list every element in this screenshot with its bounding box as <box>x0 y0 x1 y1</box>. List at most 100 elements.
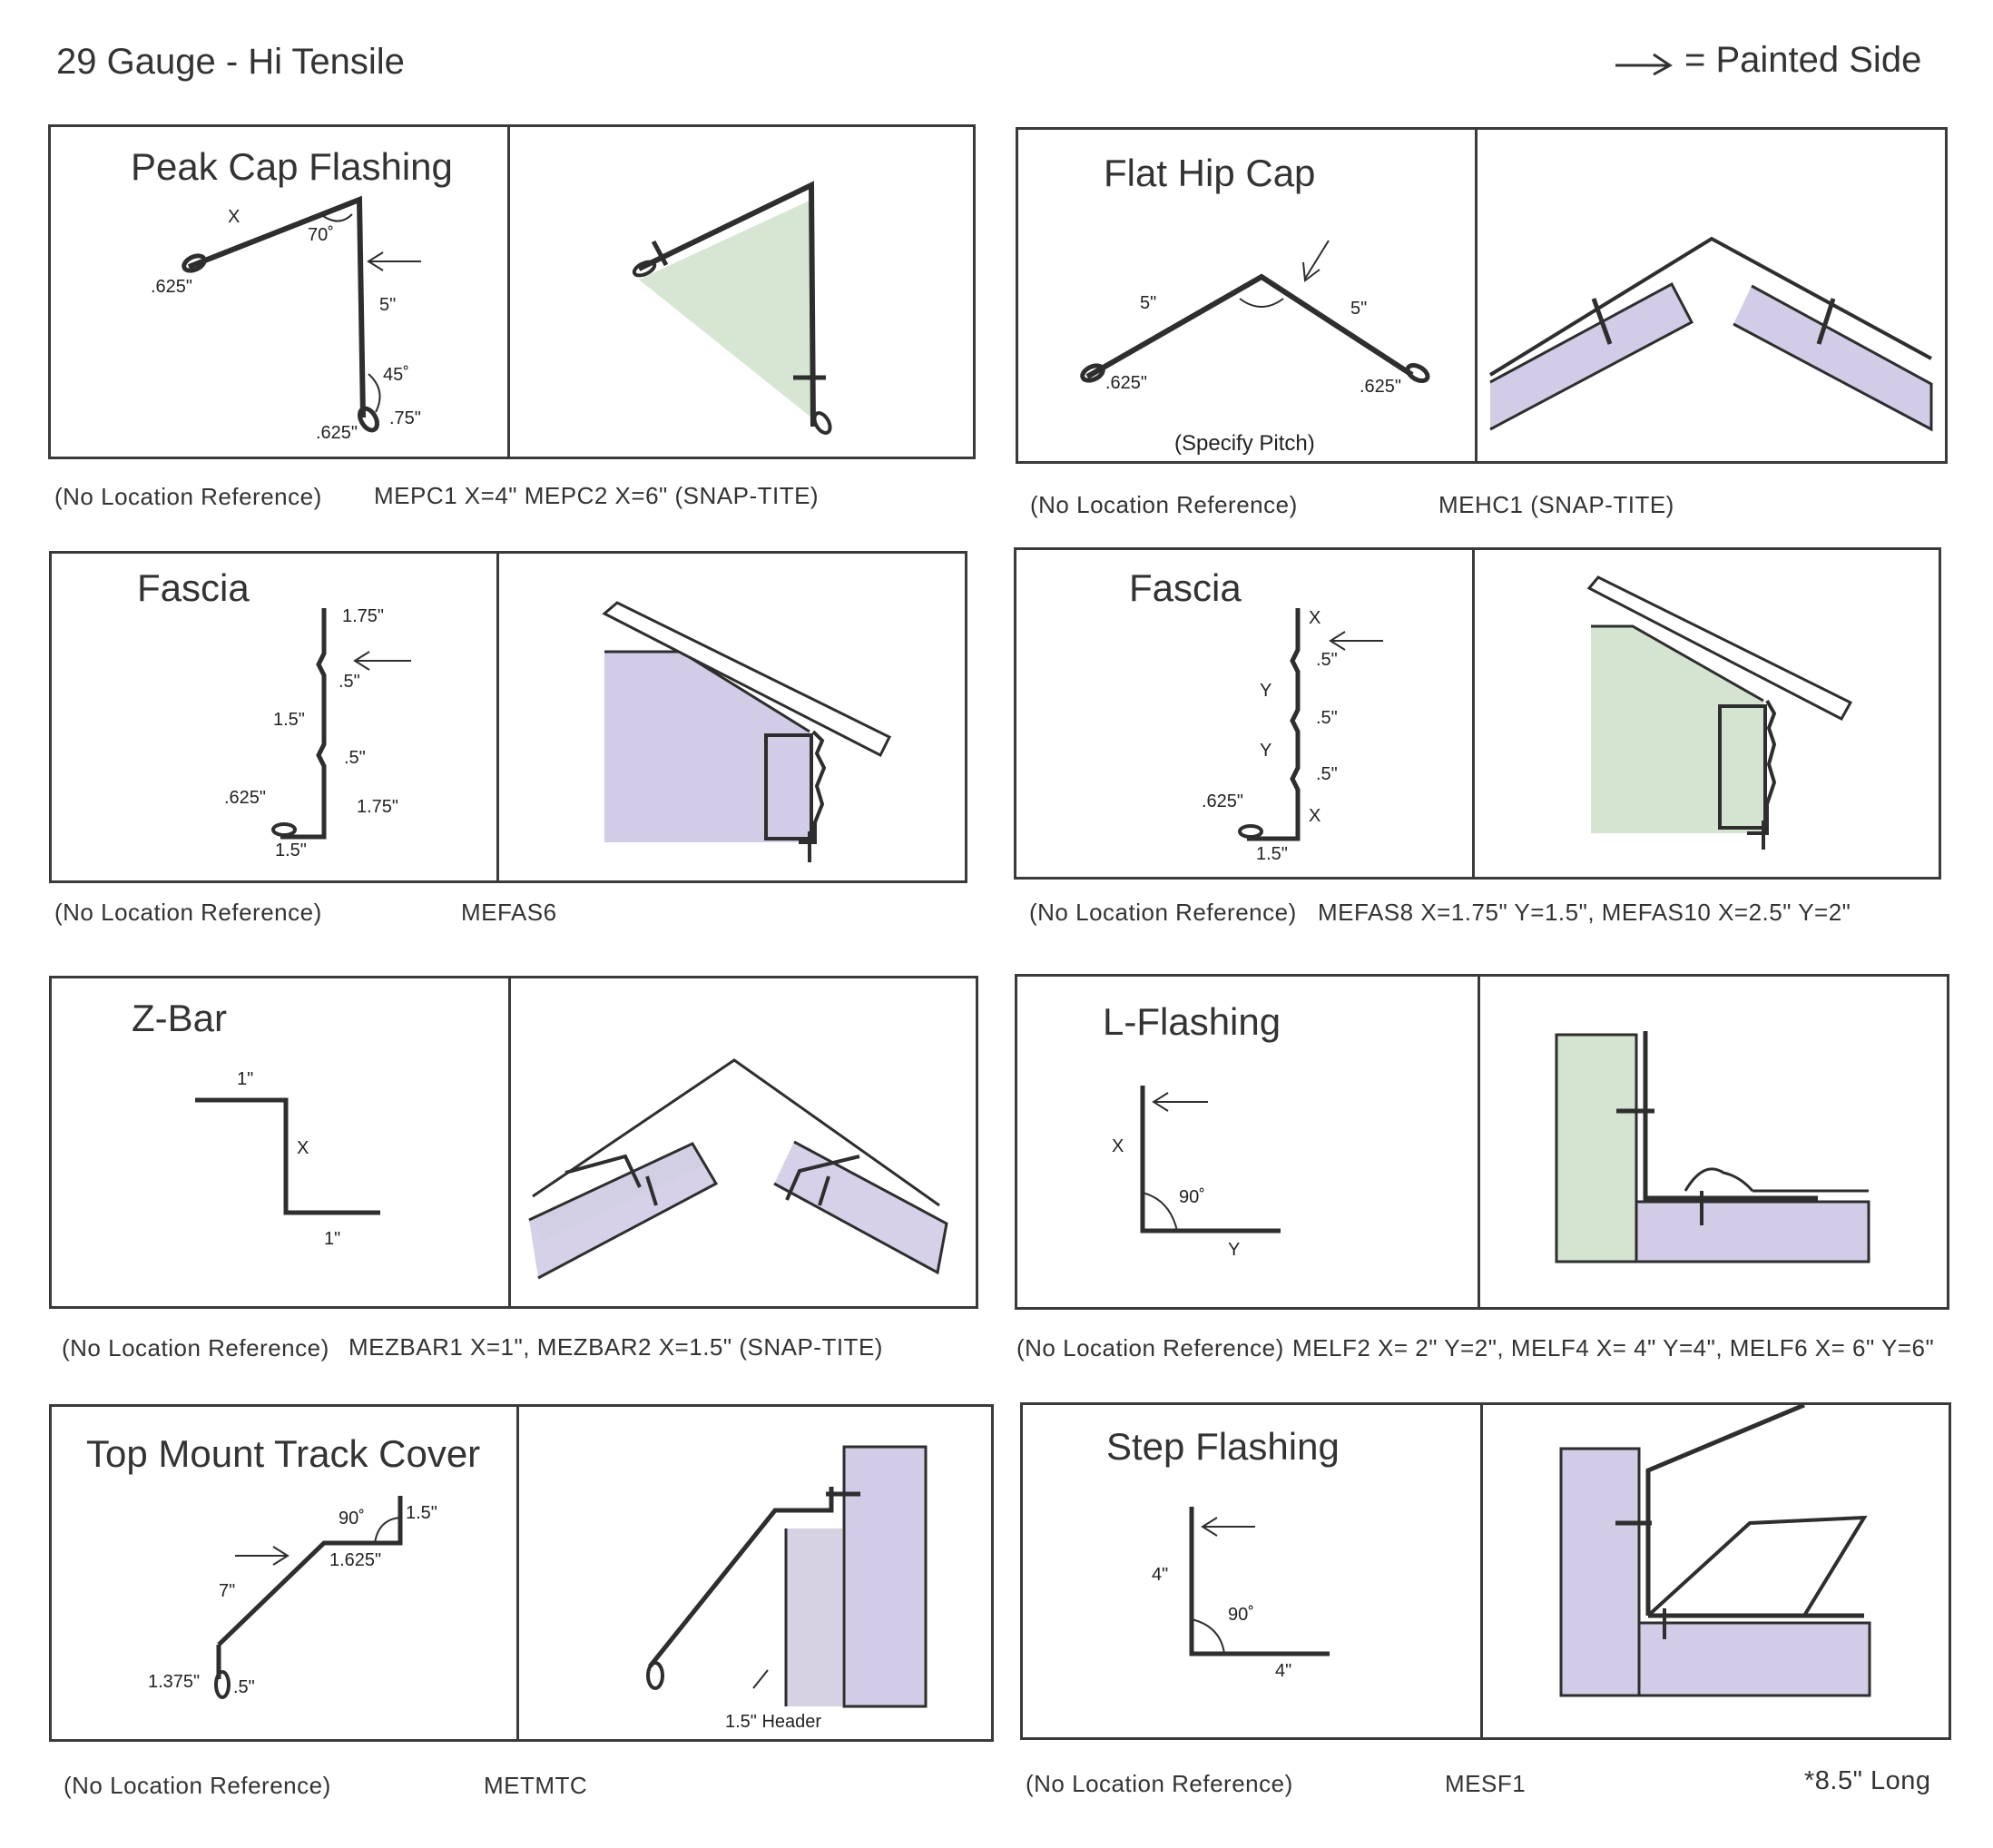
peak-cap-install-diagram <box>632 181 832 435</box>
dim-label: 1.5" <box>1256 844 1288 864</box>
dim-label: 45˚ <box>383 365 409 385</box>
fascia-profile-diagram <box>1238 608 1383 841</box>
dim-label: .625" <box>1105 373 1148 393</box>
dim-label: 1.5" Header <box>725 1712 822 1732</box>
panel-divider <box>507 127 510 457</box>
panel-title: L-Flashing <box>1103 1000 1281 1043</box>
panel-divider <box>1475 130 1478 461</box>
painted-side-legend: = Painted Side <box>1684 40 1922 80</box>
panel-divider <box>496 554 499 880</box>
dim-label: X <box>1112 1136 1124 1156</box>
dim-label: 7" <box>219 1581 236 1601</box>
fascia-profile-diagram <box>271 608 411 840</box>
dim-label: 1.5" <box>406 1503 437 1523</box>
product-code: MEFAS6 <box>461 899 557 926</box>
product-code: MEZBAR1 X=1", MEZBAR2 X=1.5" (SNAP-TITE) <box>349 1333 883 1361</box>
dim-label: .625" <box>316 423 358 443</box>
dim-label: 70˚ <box>308 225 334 245</box>
panel-flat-hip-cap: Flat Hip Cap 5" 5" .625" .625" (Specify … <box>1016 127 1948 464</box>
specify-pitch-note: (Specify Pitch) <box>1174 431 1315 456</box>
step-flashing-install-diagram <box>1559 1405 1871 1697</box>
dim-label: .5" <box>233 1677 255 1697</box>
panel-divider <box>1472 550 1475 877</box>
panel-top-mount-track-cover: Top Mount Track Cover 90˚ 1.5" 1.625" 7"… <box>49 1404 994 1742</box>
dim-label: X <box>297 1138 309 1158</box>
step-flashing-profile-diagram <box>1189 1507 1330 1656</box>
location-reference: (No Location Reference) <box>1016 1334 1284 1361</box>
product-code: METMTC <box>484 1772 588 1799</box>
dim-label: 4" <box>1275 1661 1292 1681</box>
product-code: MEFAS8 X=1.75" Y=1.5", MEFAS10 X=2.5" Y=… <box>1318 899 1851 926</box>
location-reference: (No Location Reference) <box>1029 899 1297 926</box>
dim-label: .5" <box>344 748 366 768</box>
dim-label: 1" <box>237 1069 254 1089</box>
dim-label: .5" <box>1316 764 1338 784</box>
panel-divider <box>516 1407 519 1739</box>
product-code: MELF2 X= 2" Y=2", MELF4 X= 4" Y=4", MELF… <box>1292 1334 1935 1361</box>
track-cover-profile-diagram <box>214 1496 403 1699</box>
dim-label: 5" <box>1140 293 1157 313</box>
dim-label: Y <box>1260 741 1272 761</box>
fascia-install-diagram <box>602 601 892 862</box>
location-reference: (No Location Reference) <box>62 1334 329 1361</box>
location-reference: (No Location Reference) <box>54 899 322 926</box>
panel-step-flashing: Step Flashing 4" 90˚ 4" <box>1020 1402 1951 1740</box>
z-bar-install-diagram <box>528 1058 948 1280</box>
dim-label: 1.5" <box>275 840 307 860</box>
panel-divider <box>1478 977 1480 1307</box>
dim-label: 1.625" <box>329 1550 382 1570</box>
flat-hip-cap-profile-diagram <box>1080 240 1430 384</box>
panel-title: Z-Bar <box>132 997 227 1039</box>
dim-label: .625" <box>151 277 193 297</box>
dim-label: 1.5" <box>273 710 305 730</box>
dim-label: X <box>228 207 241 227</box>
l-flashing-install-diagram <box>1555 1031 1870 1263</box>
dim-label: .625" <box>224 788 267 808</box>
dim-label: 90˚ <box>1179 1187 1205 1207</box>
dim-label: 1.375" <box>148 1672 201 1692</box>
location-reference: (No Location Reference) <box>54 483 322 510</box>
dim-label: 90˚ <box>339 1509 365 1529</box>
panel-l-flashing: L-Flashing X 90˚ Y <box>1015 974 1949 1310</box>
fascia-install-diagram <box>1586 575 1853 850</box>
dim-label: .625" <box>1202 791 1244 811</box>
dim-label: 1" <box>324 1229 341 1249</box>
dim-label: .5" <box>339 672 360 692</box>
location-reference: (No Location Reference) <box>64 1772 331 1799</box>
track-cover-install-diagram <box>646 1445 928 1708</box>
dim-label: .5" <box>1316 650 1338 670</box>
product-code: MEPC1 X=4" MEPC2 X=6" (SNAP-TITE) <box>374 482 820 509</box>
painted-side-arrow-icon <box>1615 53 1673 76</box>
location-reference: (No Location Reference) <box>1030 491 1298 518</box>
panel-divider <box>508 978 511 1306</box>
panel-fascia-1: Fascia 1.75" .5" 1.5" .5" .625" 1.75" 1.… <box>49 551 967 883</box>
dim-label: 5" <box>379 295 397 315</box>
panel-title: Fascia <box>137 566 250 609</box>
panel-divider <box>1480 1405 1483 1737</box>
dim-label: X <box>1309 806 1321 826</box>
dim-label: .75" <box>389 408 421 428</box>
panel-title: Fascia <box>1129 566 1242 609</box>
panel-title: Top Mount Track Cover <box>86 1432 481 1475</box>
panel-title: Step Flashing <box>1106 1425 1340 1468</box>
peak-cap-profile-diagram <box>182 195 421 433</box>
dim-label: .625" <box>1360 377 1402 397</box>
panel-peak-cap-flashing: Peak Cap Flashing X 70˚ .625" 5" 45˚ .75… <box>48 124 976 459</box>
flat-hip-cap-install-diagram <box>1488 236 1933 432</box>
dim-label: Y <box>1228 1240 1241 1260</box>
dim-label: .5" <box>1316 708 1338 728</box>
product-code: MEHC1 (SNAP-TITE) <box>1438 491 1674 518</box>
panel-fascia-2: Fascia X .5" Y .5" Y .5" .625" X 1.5" <box>1014 547 1941 880</box>
product-code: MESF1 <box>1445 1770 1527 1797</box>
location-reference: (No Location Reference) <box>1026 1770 1293 1797</box>
dim-label: 1.75" <box>357 797 399 817</box>
dim-label: 1.75" <box>342 606 385 626</box>
l-flashing-profile-diagram <box>1140 1086 1281 1234</box>
dim-label: 90˚ <box>1228 1605 1254 1625</box>
panel-title: Flat Hip Cap <box>1104 152 1316 194</box>
panel-title: Peak Cap Flashing <box>131 145 453 188</box>
z-bar-profile-diagram <box>195 1097 380 1215</box>
dim-label: 5" <box>1350 299 1368 319</box>
page-title: 29 Gauge - Hi Tensile <box>56 42 405 82</box>
panel-z-bar: Z-Bar 1" X 1" <box>49 976 978 1309</box>
